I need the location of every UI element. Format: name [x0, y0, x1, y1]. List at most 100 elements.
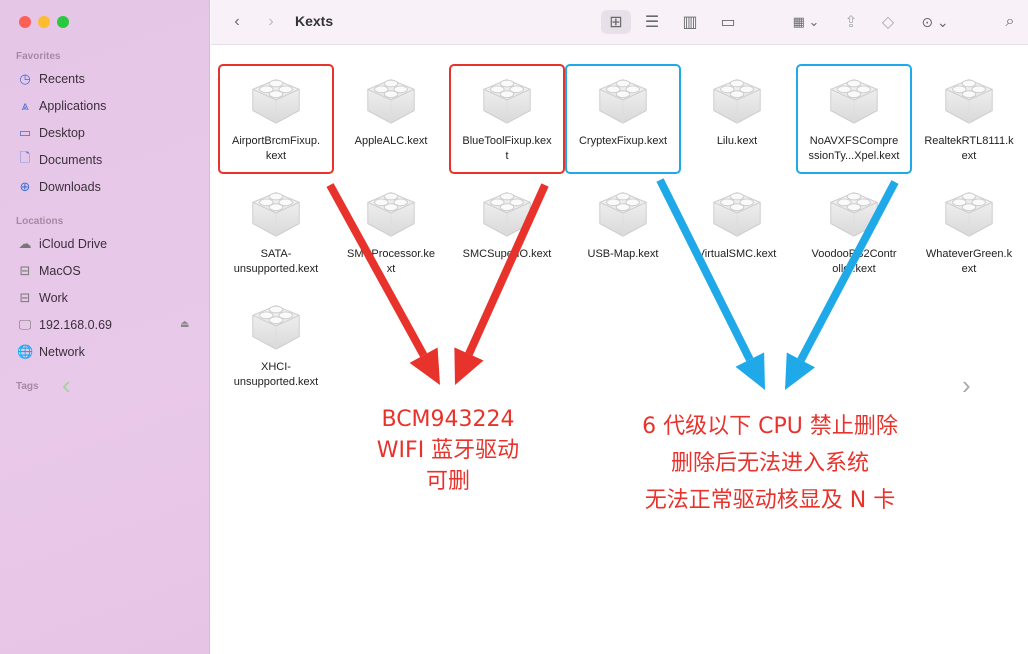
tags-heading: Tags — [16, 381, 39, 392]
highlight-box-red — [218, 64, 334, 174]
annotation-line: 无法正常驱动核显及 N 卡 — [644, 488, 896, 513]
sidebar-item-work[interactable]: ⊟ Work — [17, 288, 68, 308]
kext-icon — [713, 79, 761, 124]
file-name: NoAVXFSCompre ssionTy...Xpel.kext — [808, 135, 900, 162]
forward-button[interactable]: › — [268, 13, 274, 30]
window-controls — [19, 16, 69, 28]
server-icon: 🖵 — [18, 317, 32, 332]
arrow-red — [326, 183, 428, 358]
tag-icon[interactable]: ◇ — [881, 14, 895, 31]
file-item[interactable]: AirportBrcmFixup. kext — [220, 70, 332, 164]
file-name: XHCI- unsupported.kext — [233, 361, 319, 388]
list-view-button[interactable]: ☰ — [644, 14, 660, 31]
sidebar-item-label: Recents — [39, 72, 85, 86]
file-item[interactable]: NoAVXFSCompre ssionTy...Xpel.kext — [798, 70, 910, 164]
download-icon: ⊕ — [19, 179, 31, 194]
file-item[interactable]: SMCSuperIO.kext — [451, 183, 563, 262]
search-icon[interactable]: ⌕ — [1005, 13, 1015, 30]
sidebar-item-label: Downloads — [39, 180, 101, 194]
sidebar-item-icloud[interactable]: ☁ iCloud Drive — [17, 234, 108, 254]
sidebar-item-applications[interactable]: ⩓ Applications — [17, 96, 106, 116]
file-name: CryptexFixup.kext — [578, 135, 668, 147]
file-name: SATA- unsupported.kext — [233, 248, 319, 275]
arrow-blue — [656, 178, 754, 362]
cloud-icon: ☁ — [18, 236, 32, 251]
desktop-icon: ▭ — [18, 125, 32, 140]
share-icon[interactable]: ⇪ — [844, 14, 858, 31]
arrowhead-blue — [785, 352, 816, 390]
arrow-blue — [797, 180, 899, 362]
sidebar-item-server[interactable]: 🖵192.168.0.69 — [17, 315, 112, 335]
sidebar-item-label: Documents — [39, 153, 103, 167]
sidebar-item-macos[interactable]: ⊟ MacOS — [17, 261, 81, 281]
close-button[interactable] — [19, 16, 31, 28]
sidebar-item-desktop[interactable]: ▭ Desktop — [17, 123, 85, 143]
file-item[interactable]: Lilu.kext — [681, 70, 793, 149]
file-item[interactable]: RealtekRTL8111.k ext — [913, 70, 1025, 164]
group-button[interactable]: ▦ ⌄ — [792, 14, 820, 29]
annotation-line: WIFI 蓝牙驱动 — [376, 438, 520, 463]
zoom-button[interactable] — [57, 16, 69, 28]
file-item[interactable]: USB-Map.kext — [567, 183, 679, 262]
kext-icon — [252, 305, 300, 350]
file-name: AirportBrcmFixup. kext — [231, 135, 321, 162]
file-item[interactable]: XHCI- unsupported.kext — [220, 296, 332, 390]
gallery-view-button[interactable]: ▭ — [720, 14, 736, 31]
file-item[interactable]: SATA- unsupported.kext — [220, 183, 332, 277]
sidebar-item-label: Applications — [39, 99, 107, 113]
icon-view-button[interactable]: ⊞ — [601, 10, 631, 34]
file-name: VirtualSMC.kext — [697, 248, 777, 260]
drive-icon: ⊟ — [19, 290, 31, 305]
more-actions-button[interactable]: ⊙ ⌄ — [921, 13, 949, 30]
kext-icon — [367, 192, 415, 237]
locations-heading: Locations — [16, 216, 64, 227]
sidebar-item-label: MacOS — [39, 264, 81, 278]
favorites-heading: Favorites — [16, 51, 61, 62]
drive-icon: ⊟ — [19, 263, 31, 278]
clock-icon: ◷ — [19, 71, 31, 86]
kext-icon — [367, 79, 415, 124]
file-item[interactable]: BlueToolFixup.kex t — [451, 70, 563, 164]
highlight-box-blue — [565, 64, 681, 174]
kext-icon — [945, 79, 993, 124]
sidebar-item-network[interactable]: 🌐 Network — [17, 342, 85, 362]
file-item[interactable]: AppleALC.kext — [335, 70, 447, 149]
sidebar-item-label: Network — [39, 345, 85, 359]
file-item[interactable]: WhateverGreen.k ext — [913, 183, 1025, 277]
file-name: SMCSuperIO.kext — [462, 248, 552, 260]
kext-icon — [483, 192, 531, 237]
minimize-button[interactable] — [38, 16, 50, 28]
file-name: BlueToolFixup.kex t — [462, 135, 552, 162]
arrowhead-red — [409, 347, 440, 385]
network-icon: 🌐 — [17, 344, 34, 359]
sidebar-item-label: Work — [39, 291, 68, 305]
applications-icon: ⩓ — [21, 98, 29, 113]
file-item[interactable]: VirtualSMC.kext — [681, 183, 793, 262]
file-name: Lilu.kext — [716, 135, 758, 147]
sidebar-item-recents[interactable]: ◷ Recents — [17, 69, 85, 89]
file-item[interactable]: CryptexFixup.kext — [567, 70, 679, 149]
column-view-button[interactable]: ▥ — [682, 14, 698, 31]
kext-icon — [252, 192, 300, 237]
sidebar-item-label: iCloud Drive — [39, 237, 108, 251]
annotation-line: 6 代级以下 CPU 禁止删除 — [642, 414, 898, 439]
arrow-red — [465, 183, 549, 356]
kext-icon — [713, 192, 761, 237]
sidebar-item-downloads[interactable]: ⊕ Downloads — [17, 177, 101, 197]
sidebar-item-label: Desktop — [39, 126, 85, 140]
back-button[interactable]: ‹ — [234, 13, 240, 30]
kext-icon — [252, 79, 300, 124]
file-name: AppleALC.kext — [354, 135, 428, 147]
red-annotation: BCM943224 WIFI 蓝牙驱动 可删 — [338, 404, 558, 497]
kext-icon — [830, 192, 878, 237]
blue-annotation: 6 代级以下 CPU 禁止删除 删除后无法进入系统 无法正常驱动核显及 N 卡 — [600, 408, 940, 519]
arrowhead-red — [454, 347, 484, 385]
file-name: RealtekRTL8111.k ext — [924, 135, 1014, 162]
sidebar-item-documents[interactable]: 🗋Documents — [17, 150, 102, 170]
kext-icon — [483, 79, 531, 124]
chevron-left-icon[interactable]: ‹ — [62, 370, 71, 400]
kext-icon — [830, 79, 878, 124]
chevron-right-icon[interactable]: › — [962, 370, 971, 400]
eject-icon[interactable]: ⏏ — [180, 319, 190, 330]
